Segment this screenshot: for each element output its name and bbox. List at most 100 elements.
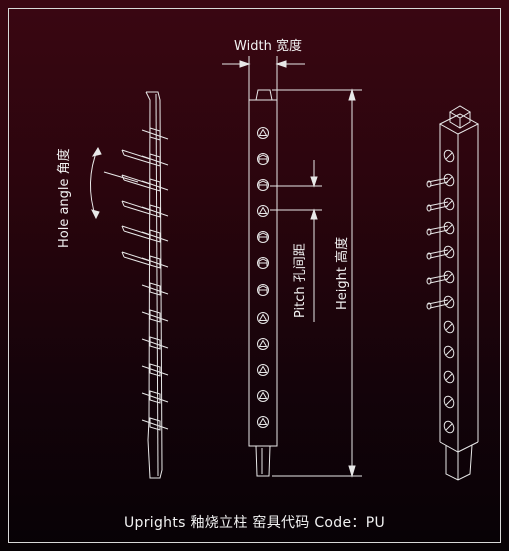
side-pin-end (121, 149, 125, 156)
front-hole-mark (258, 180, 268, 188)
iso-hole (426, 221, 455, 236)
hole-angle-arrow-bottom (91, 209, 100, 220)
side-pin-bottom (123, 256, 151, 266)
side-hole-slot (149, 204, 161, 218)
side-hole (141, 336, 169, 350)
iso-pin-bottom (429, 181, 449, 187)
iso-hole (443, 320, 455, 334)
side-hole-axis (141, 129, 169, 140)
width-arrow-right (275, 60, 287, 68)
front-view-holes (257, 127, 269, 428)
iso-hole (443, 345, 455, 359)
side-hole-slot (149, 229, 161, 243)
height-arrow-bottom (348, 465, 356, 478)
front-hole-ring (257, 416, 269, 428)
front-hole (257, 416, 269, 428)
drawing-caption: Uprights 釉烧立柱 窑具代码 Code：PU (123, 515, 385, 531)
side-pin-bottom (123, 179, 151, 189)
side-hole-axis (141, 365, 169, 376)
front-hole (257, 364, 269, 376)
side-pin-bottom (123, 230, 151, 240)
front-hole-ring (257, 338, 269, 350)
front-bottom-foot (255, 445, 271, 477)
side-hole-slot (149, 390, 161, 404)
side-pin-top (121, 174, 151, 185)
side-hole-slot (149, 127, 161, 141)
side-hole-slot (149, 309, 161, 323)
iso-hole (443, 420, 455, 434)
iso-pin-head (426, 228, 432, 236)
side-pin-end (121, 200, 125, 207)
front-hole-ring (257, 153, 269, 165)
side-hole-slot (149, 336, 161, 350)
hole-angle-label: Hole angle 角度 (56, 148, 72, 248)
side-hole (121, 251, 169, 269)
side-view-outline (145, 91, 163, 479)
hole-angle-arrow-top (91, 146, 102, 157)
front-hole (257, 257, 269, 269)
front-hole-ring (257, 312, 269, 324)
front-hole-mark (258, 285, 268, 293)
iso-hole (426, 270, 455, 285)
iso-hole (426, 173, 455, 188)
front-hole-mark (258, 391, 268, 399)
front-hole-ring (257, 284, 269, 296)
front-hole (257, 338, 269, 350)
iso-pin-head (426, 277, 432, 285)
iso-hole-ring (443, 345, 455, 359)
iso-pin-top (427, 299, 449, 305)
pitch-arrow-bottom (310, 208, 318, 220)
side-view-holes (121, 127, 169, 431)
iso-pin-bottom (429, 253, 449, 259)
front-hole (257, 284, 269, 296)
side-hole (141, 282, 169, 296)
iso-hole (443, 149, 455, 163)
side-hole-axis (141, 392, 169, 403)
iso-hole (426, 197, 455, 212)
iso-top-knob-face (449, 105, 471, 119)
side-pin-top (121, 149, 151, 160)
iso-hole-ring (443, 420, 455, 434)
iso-pin-head (426, 180, 432, 188)
front-hole-mark (258, 417, 268, 425)
iso-hole-ring (443, 173, 455, 187)
front-hole (257, 179, 269, 191)
iso-pin-bottom (429, 303, 449, 309)
iso-hole-ring (443, 320, 455, 334)
iso-hole (426, 295, 455, 310)
height-dimension (272, 88, 362, 478)
front-hole-mark (258, 365, 268, 373)
isometric-holes (426, 149, 455, 434)
iso-hole-ring (443, 245, 455, 259)
front-hole-mark (258, 232, 268, 240)
side-hole-axis (141, 284, 169, 295)
side-hole (141, 363, 169, 377)
side-hole-slot (149, 417, 161, 431)
side-pin-bottom (123, 154, 151, 164)
iso-hole (443, 395, 455, 409)
side-hole (121, 149, 169, 167)
front-hole-ring (257, 364, 269, 376)
drawing-frame (8, 8, 501, 543)
iso-pin-bottom (429, 229, 449, 235)
side-pin-top (121, 251, 151, 262)
iso-bottom-foot (445, 444, 473, 481)
iso-pin-top (427, 177, 449, 183)
front-hole-ring (257, 205, 269, 217)
iso-hole-slot (445, 348, 453, 356)
hole-angle-dimension (89, 146, 139, 220)
side-hole-slot (149, 363, 161, 377)
front-hole (257, 127, 269, 139)
side-hole (121, 200, 169, 218)
front-hole (257, 231, 269, 243)
width-dimension (222, 56, 305, 100)
front-body (248, 99, 278, 447)
height-label: Height 高度 (334, 237, 350, 310)
pitch-dimension (270, 160, 322, 322)
side-pin-bottom (123, 205, 151, 215)
front-hole-mark (258, 258, 268, 266)
side-view-upright (145, 91, 163, 479)
iso-hole-ring (443, 395, 455, 409)
